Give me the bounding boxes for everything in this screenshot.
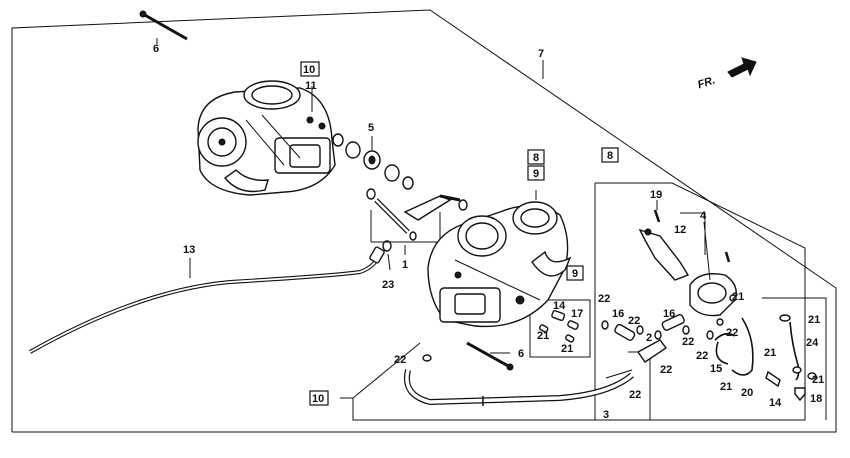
callout-21-f: 21 xyxy=(764,347,776,359)
callout-11: 11 xyxy=(305,80,317,92)
callout-15: 15 xyxy=(710,363,722,375)
box8-parts xyxy=(601,209,754,376)
callout-8-right: 8 xyxy=(607,150,613,162)
callout-labels: 6 7 10 11 5 8 9 8 19 4 12 13 1 23 9 14 1… xyxy=(153,43,824,421)
callout-19: 19 xyxy=(650,189,662,201)
callout-22-a: 22 xyxy=(598,293,610,305)
callout-4: 4 xyxy=(700,210,707,222)
callout-9-center: 9 xyxy=(533,168,539,180)
callout-13: 13 xyxy=(183,244,195,256)
callout-8-right-box xyxy=(601,147,619,163)
cable-13 xyxy=(29,246,385,354)
hose-3 xyxy=(404,354,634,406)
callout-22-e: 22 xyxy=(696,350,708,362)
box9-parts xyxy=(539,310,579,343)
callout-21-c: 21 xyxy=(732,291,744,303)
callout-8-center-box xyxy=(527,149,545,165)
callout-16-b: 16 xyxy=(663,308,675,320)
callout-24: 24 xyxy=(806,337,819,349)
callout-21-a: 21 xyxy=(537,330,549,342)
long-screw-top xyxy=(139,10,188,41)
callout-22-h: 22 xyxy=(629,389,641,401)
callout-18: 18 xyxy=(810,393,822,405)
callout-21-g: 21 xyxy=(812,374,824,386)
callout-14-right: 14 xyxy=(769,397,782,409)
callout-5: 5 xyxy=(368,122,374,134)
callout-21-b: 21 xyxy=(561,343,573,355)
callout-16-a: 16 xyxy=(612,308,624,320)
callout-3: 3 xyxy=(603,409,609,421)
callout-14-left: 14 xyxy=(553,300,566,312)
callout-20: 20 xyxy=(741,387,753,399)
callout-12: 12 xyxy=(674,224,686,236)
callout-10-lower: 10 xyxy=(312,393,324,405)
callout-23: 23 xyxy=(382,279,394,291)
joint-pieces xyxy=(332,133,414,190)
long-screw-bottom xyxy=(466,341,514,371)
callout-9-lower-box xyxy=(566,265,584,281)
front-direction-label: FR. xyxy=(696,74,717,91)
callout-9-lower: 9 xyxy=(572,268,578,280)
callout-22-c: 22 xyxy=(682,336,694,348)
callout-21-e: 21 xyxy=(808,314,820,326)
callout-10-top-box xyxy=(300,61,320,77)
front-direction-arrow xyxy=(727,57,757,78)
callout-7: 7 xyxy=(538,48,544,60)
callout-22-d: 22 xyxy=(660,364,672,376)
callout-2: 2 xyxy=(646,332,652,344)
callout-8-center: 8 xyxy=(533,152,539,164)
leader-lines xyxy=(156,38,711,379)
callout-21-d: 21 xyxy=(720,381,732,393)
callout-22-g: 22 xyxy=(394,354,406,366)
callout-17: 17 xyxy=(571,308,583,320)
callout-6-top: 6 xyxy=(153,43,159,55)
frame-lines xyxy=(11,9,837,433)
callout-22-f: 22 xyxy=(726,327,738,339)
right-carburetor xyxy=(427,201,572,328)
left-carburetor xyxy=(197,80,336,196)
callout-6-lower: 6 xyxy=(518,348,524,360)
linkage-shaft xyxy=(366,188,468,252)
box-right-hoses xyxy=(765,314,817,402)
callout-22-b: 22 xyxy=(628,315,640,327)
callout-10-lower-box xyxy=(309,390,329,406)
callout-9-center-box xyxy=(527,165,545,181)
callout-1: 1 xyxy=(402,259,408,271)
callout-10-top: 10 xyxy=(303,64,315,76)
